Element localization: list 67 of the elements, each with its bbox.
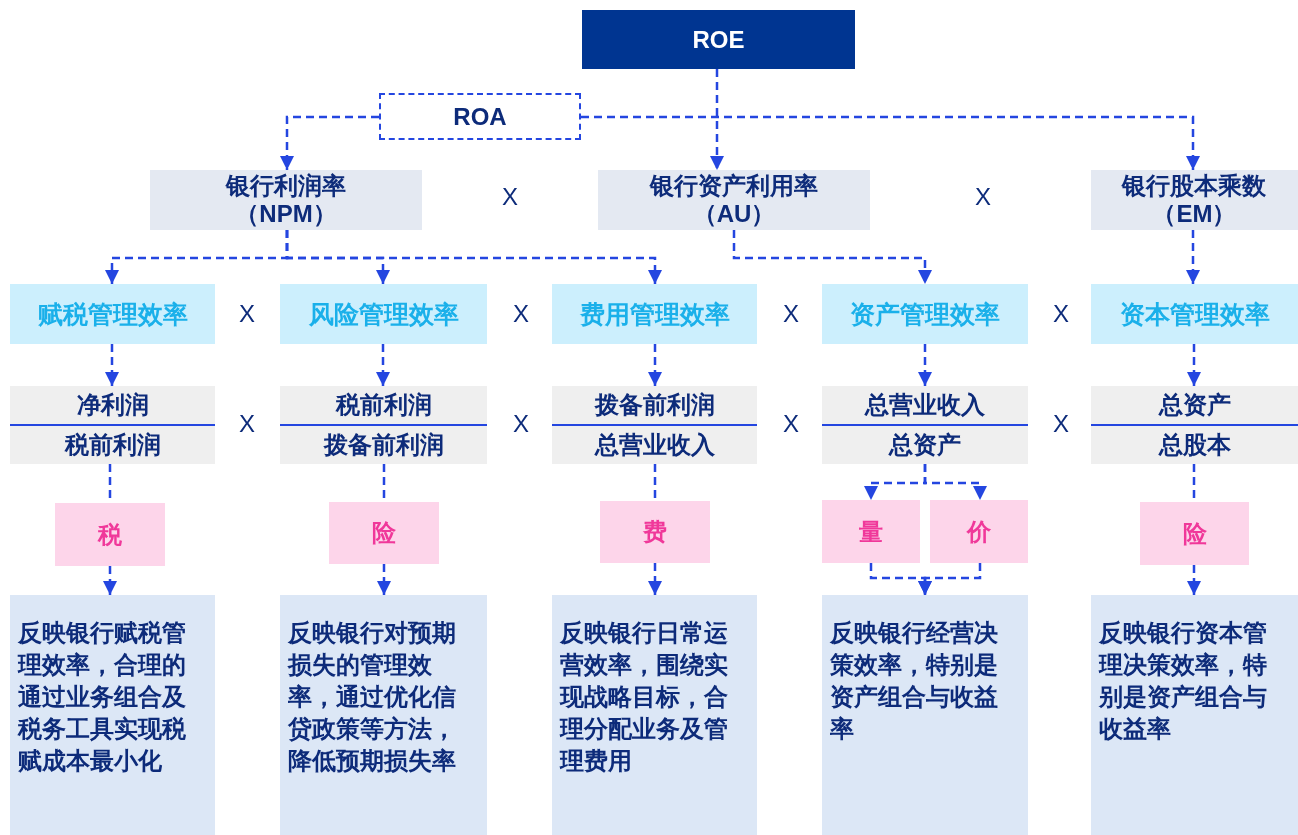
denominator: 总资产 bbox=[889, 430, 961, 460]
efficiency-box: 资本管理效率 bbox=[1091, 284, 1298, 344]
metric-box: ROE bbox=[582, 10, 855, 69]
denominator: 总营业收入 bbox=[594, 430, 715, 460]
description-box: 反映银行对预期损失的管理效率，通过优化信贷政策等方法，降低预期损失率 bbox=[280, 595, 487, 835]
arrow bbox=[581, 115, 1200, 170]
factor-box: 价 bbox=[930, 500, 1028, 563]
denominator: 拨备前利润 bbox=[323, 430, 444, 460]
multiply-sign: X bbox=[1053, 410, 1069, 438]
multiply-sign: X bbox=[783, 300, 799, 328]
numerator: 净利润 bbox=[76, 390, 149, 420]
multiply-sign: X bbox=[1053, 300, 1069, 328]
fraction-box bbox=[552, 386, 757, 464]
factor-box: 险 bbox=[1140, 502, 1249, 565]
denominator: 税前利润 bbox=[64, 430, 161, 460]
numerator: 总营业收入 bbox=[865, 390, 985, 420]
fraction-box bbox=[280, 386, 487, 464]
description-box: 反映银行日常运营效率，围绕实现战略目标，合理分配业务及管理费用 bbox=[552, 595, 757, 835]
factor-box: 量 bbox=[822, 500, 920, 563]
fraction-box bbox=[10, 386, 215, 464]
description-box: 反映银行经营决策效率，特别是资产组合与收益率 bbox=[822, 595, 1028, 835]
arrow bbox=[103, 566, 117, 595]
factor-box: 险 bbox=[329, 502, 439, 564]
ratio-label: 银行股本乘数（EM） bbox=[1120, 172, 1268, 228]
arrow bbox=[918, 344, 932, 386]
multiply-sign: X bbox=[502, 183, 518, 211]
connector-line bbox=[653, 464, 657, 501]
multiply-sign: X bbox=[975, 183, 991, 211]
ratio-box bbox=[150, 170, 422, 230]
arrow bbox=[710, 69, 724, 170]
fraction-box bbox=[822, 386, 1028, 464]
arrow bbox=[1187, 565, 1201, 595]
multiply-sign: X bbox=[513, 300, 529, 328]
metric-box: ROA bbox=[379, 93, 581, 140]
arrow bbox=[648, 344, 662, 386]
multiply-sign: X bbox=[239, 300, 255, 328]
arrow bbox=[1187, 344, 1201, 386]
factor-box: 税 bbox=[55, 503, 165, 566]
arrow bbox=[105, 344, 119, 386]
efficiency-box: 风险管理效率 bbox=[280, 284, 487, 344]
efficiency-box: 赋税管理效率 bbox=[10, 284, 215, 344]
description-box: 反映银行资本管理决策效率，特别是资产组合与收益率 bbox=[1091, 595, 1298, 835]
denominator: 总股本 bbox=[1158, 430, 1231, 460]
arrow bbox=[918, 563, 982, 595]
arrow bbox=[285, 230, 662, 284]
description-box: 反映银行赋税管理效率，合理的通过业务组合及税务工具实现税赋成本最小化 bbox=[10, 595, 215, 835]
ratio-label: 银行利润率（NPM） bbox=[224, 172, 347, 228]
efficiency-box: 费用管理效率 bbox=[552, 284, 757, 344]
ratio-box bbox=[1091, 170, 1298, 230]
multiply-sign: X bbox=[513, 410, 529, 438]
ratio-label: 银行资产利用率（AU） bbox=[648, 172, 819, 228]
arrow bbox=[1186, 230, 1200, 284]
fraction-box bbox=[1091, 386, 1298, 464]
arrow bbox=[376, 344, 390, 386]
arrow bbox=[377, 564, 391, 595]
multiply-sign: X bbox=[783, 410, 799, 438]
factor-box: 费 bbox=[600, 501, 710, 563]
efficiency-box: 资产管理效率 bbox=[822, 284, 1028, 344]
ratio-box bbox=[598, 170, 870, 230]
arrow bbox=[648, 563, 662, 595]
arrow bbox=[280, 115, 379, 170]
numerator: 税前利润 bbox=[335, 390, 432, 420]
multiply-sign: X bbox=[239, 410, 255, 438]
arrow bbox=[923, 464, 987, 500]
numerator: 总资产 bbox=[1158, 390, 1231, 420]
numerator: 拨备前利润 bbox=[594, 390, 715, 420]
arrow bbox=[732, 230, 932, 284]
